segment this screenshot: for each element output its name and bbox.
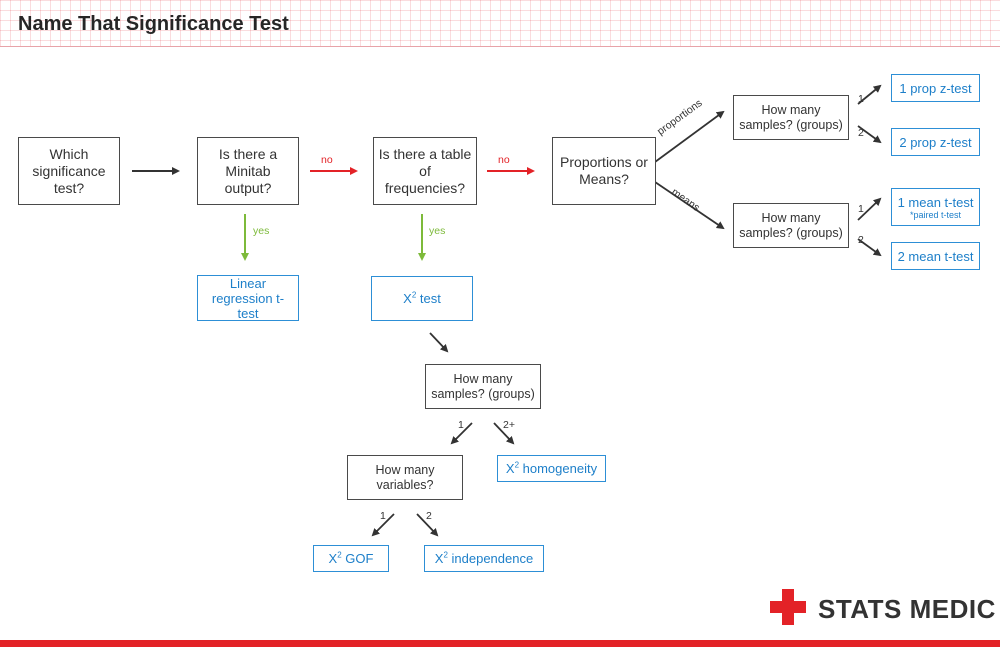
mean-samples-box: How many samples? (groups)	[733, 203, 849, 248]
chi-test-word: test	[416, 291, 441, 306]
result-homog-label: X2 homogeneity	[506, 461, 597, 476]
proportions-means-text: Proportions or Means?	[560, 154, 648, 187]
chi-symbol: X	[505, 461, 515, 476]
label-mean-2: 2	[858, 234, 864, 246]
label-no-1: no	[321, 154, 333, 166]
variables-box: How many variables?	[347, 455, 463, 500]
proportions-means-box: Proportions or Means?	[552, 137, 656, 205]
result-2-prop-label: 2 prop z-test	[899, 134, 972, 150]
chi-superscript: 2	[411, 290, 417, 300]
result-chi-homogeneity: X2 homogeneity	[497, 455, 606, 482]
result-gof-label: X2 GOF	[329, 551, 374, 566]
label-prop-2: 2	[858, 127, 864, 139]
chi-symbol: X	[403, 291, 412, 306]
result-1-mean-label: 1 mean t-test	[897, 194, 974, 210]
arrow-prop-2	[857, 125, 882, 144]
mean-samples-text: How many samples? (groups)	[739, 210, 843, 240]
arrow-mean-2	[857, 238, 882, 257]
label-var-1: 1	[380, 510, 386, 522]
frequency-table-text: Is there a table of frequencies?	[378, 145, 472, 196]
result-2-mean-label: 2 mean t-test	[897, 248, 974, 264]
label-no-2: no	[498, 154, 510, 166]
chi-superscript: 2	[443, 550, 448, 560]
prop-samples-box: How many samples? (groups)	[733, 95, 849, 140]
minitab-box: Is there a Minitab output?	[197, 137, 299, 205]
result-chi-test-label: X2 test	[403, 291, 441, 306]
arrow-chi-to-samples	[429, 332, 449, 353]
label-mean-1: 1	[858, 203, 864, 215]
result-2-mean-t-test: 2 mean t-test	[891, 242, 980, 270]
bottom-accent-bar	[0, 640, 1000, 647]
red-cross-icon	[770, 589, 806, 625]
page-title: Name That Significance Test	[18, 13, 289, 35]
arrow-means	[654, 181, 725, 230]
variables-text: How many variables?	[375, 462, 435, 492]
label-var-2: 2	[426, 510, 432, 522]
chi-superscript: 2	[337, 550, 342, 560]
independence-word: independence	[447, 551, 534, 566]
label-chi-2plus: 2+	[503, 419, 515, 431]
label-yes-2: yes	[429, 225, 446, 237]
minitab-text: Is there a Minitab output?	[218, 145, 278, 196]
result-2-prop-z-test: 2 prop z-test	[891, 128, 980, 156]
chi-samples-text: How many samples? (groups)	[431, 371, 535, 401]
result-linreg-label: Linear regression t-test	[211, 275, 285, 321]
logo-text: STATS MEDIC	[818, 594, 996, 624]
label-prop-1: 1	[858, 93, 864, 105]
which-test-box: Which significance test?	[18, 137, 120, 205]
arrow-var-2	[416, 513, 439, 537]
result-chi-gof: X2 GOF	[313, 545, 389, 572]
prop-samples-text: How many samples? (groups)	[739, 102, 843, 132]
chi-superscript: 2	[514, 460, 520, 470]
chi-symbol: X	[434, 551, 444, 566]
result-linear-regression: Linear regression t-test	[197, 275, 299, 321]
which-test-text: Which significance test?	[32, 145, 106, 196]
frequency-table-box: Is there a table of frequencies?	[373, 137, 477, 205]
arrow-mean-1	[857, 197, 882, 221]
arrow-prop-1	[857, 84, 882, 105]
result-chi-square-test: X2 test	[371, 276, 473, 321]
result-1-mean-t-test: 1 mean t-test*paired t-test	[891, 188, 980, 226]
result-indep-label: X2 independence	[435, 551, 533, 566]
result-1-prop-z-test: 1 prop z-test	[891, 74, 980, 102]
arrow-samples-2	[493, 422, 515, 445]
arrow-samples-1	[450, 422, 473, 445]
arrow-var-1	[371, 513, 395, 537]
gof-word: GOF	[341, 551, 374, 566]
result-1-prop-label: 1 prop z-test	[899, 80, 972, 96]
arrow-proportions	[654, 110, 725, 163]
paired-t-test-note: *paired t-test	[909, 209, 962, 220]
homogeneity-word: homogeneity	[519, 461, 598, 476]
label-yes-1: yes	[253, 225, 270, 237]
header-grid	[0, 0, 1000, 46]
result-chi-independence: X2 independence	[424, 545, 544, 572]
label-chi-1: 1	[458, 419, 464, 431]
header-divider	[0, 46, 1000, 47]
chi-samples-box: How many samples? (groups)	[425, 364, 541, 409]
chi-symbol: X	[328, 551, 338, 566]
